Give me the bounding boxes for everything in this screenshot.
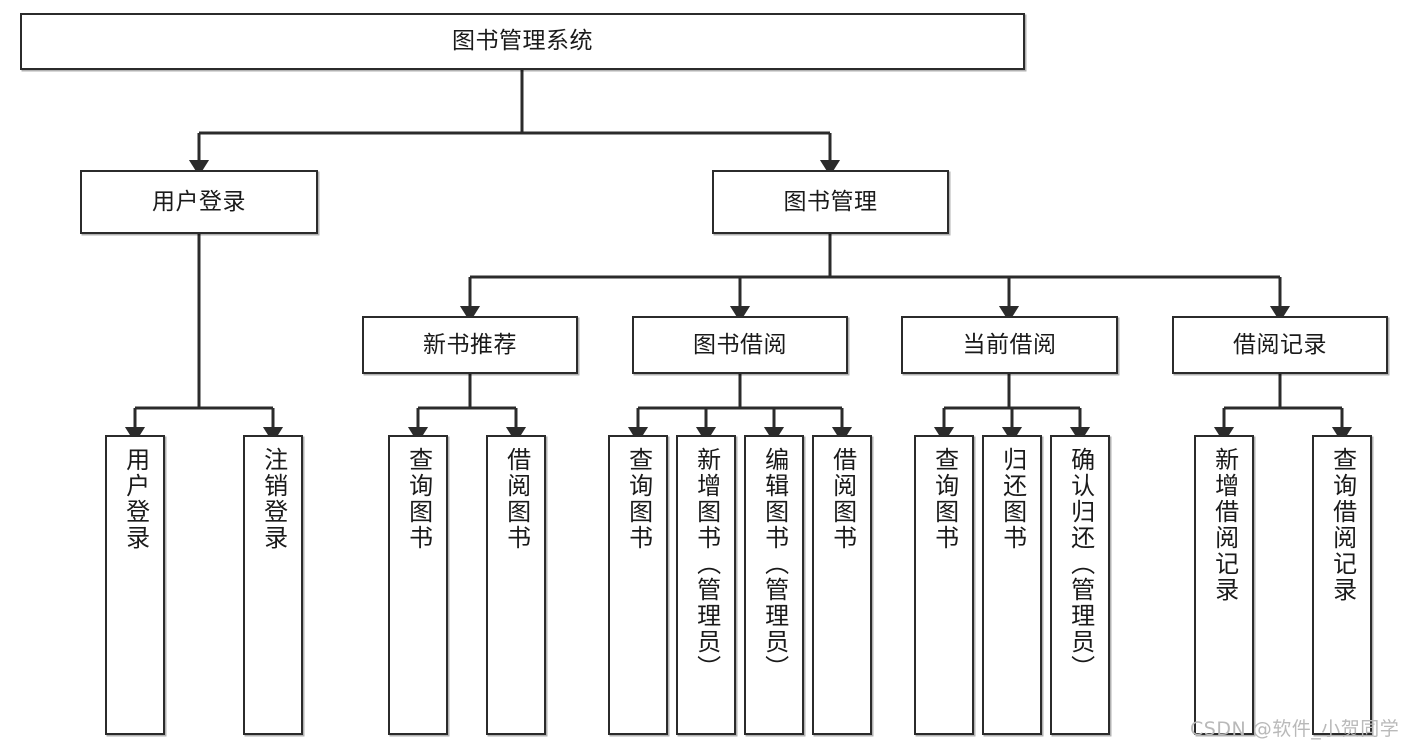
leaf-query-book-current[interactable]: 查询图书 xyxy=(914,435,974,735)
leaf-add-borrow-record[interactable]: 新增借阅记录 xyxy=(1194,435,1254,735)
csdn-watermark: CSDN @软件_小贺同学 xyxy=(1190,718,1400,740)
leaf-borrow-book-rec[interactable]: 借阅图书 xyxy=(486,435,546,735)
node-root[interactable]: 图书管理系统 xyxy=(20,13,1025,70)
node-label: 图书管理 xyxy=(783,188,878,215)
node-label: 当前借阅 xyxy=(962,331,1057,358)
leaf-query-borrow-record[interactable]: 查询借阅记录 xyxy=(1312,435,1372,735)
node-label: 图书管理系统 xyxy=(452,28,593,54)
node-label: 查询图书 xyxy=(624,447,653,551)
node-book-manage[interactable]: 图书管理 xyxy=(712,170,949,234)
leaf-confirm-return[interactable]: 确认归还（管理员） xyxy=(1050,435,1110,735)
leaf-logout[interactable]: 注销登录 xyxy=(243,435,303,735)
node-label: 借阅图书 xyxy=(502,447,531,551)
node-book-borrow[interactable]: 图书借阅 xyxy=(632,316,848,374)
leaf-query-book-borrow[interactable]: 查询图书 xyxy=(608,435,668,735)
node-label: 借阅图书 xyxy=(828,447,857,551)
node-user-login[interactable]: 用户登录 xyxy=(80,170,318,234)
node-label: 查询图书 xyxy=(404,447,433,551)
node-label: 编辑图书（管理员） xyxy=(760,447,789,681)
node-label: 图书借阅 xyxy=(693,331,787,358)
node-label: 确认归还（管理员） xyxy=(1066,447,1095,681)
node-label: 归还图书 xyxy=(998,447,1027,551)
leaf-user-login[interactable]: 用户登录 xyxy=(105,435,165,735)
leaf-query-book-rec[interactable]: 查询图书 xyxy=(388,435,448,735)
node-new-book-rec[interactable]: 新书推荐 xyxy=(362,316,578,374)
node-label: 借阅记录 xyxy=(1233,331,1327,358)
node-label: 查询图书 xyxy=(930,447,959,551)
node-label: 用户登录 xyxy=(152,188,246,215)
node-label: 新增图书（管理员） xyxy=(692,447,721,681)
node-label: 新增借阅记录 xyxy=(1210,447,1239,603)
leaf-add-book[interactable]: 新增图书（管理员） xyxy=(676,435,736,735)
node-label: 用户登录 xyxy=(121,447,150,551)
leaf-return-book[interactable]: 归还图书 xyxy=(982,435,1042,735)
leaf-borrow-book[interactable]: 借阅图书 xyxy=(812,435,872,735)
node-label: 查询借阅记录 xyxy=(1328,447,1357,603)
node-label: 新书推荐 xyxy=(423,331,517,358)
node-label: 注销登录 xyxy=(259,447,288,551)
leaf-edit-book[interactable]: 编辑图书（管理员） xyxy=(744,435,804,735)
node-borrow-record[interactable]: 借阅记录 xyxy=(1172,316,1388,374)
node-current-borrow[interactable]: 当前借阅 xyxy=(901,316,1118,374)
